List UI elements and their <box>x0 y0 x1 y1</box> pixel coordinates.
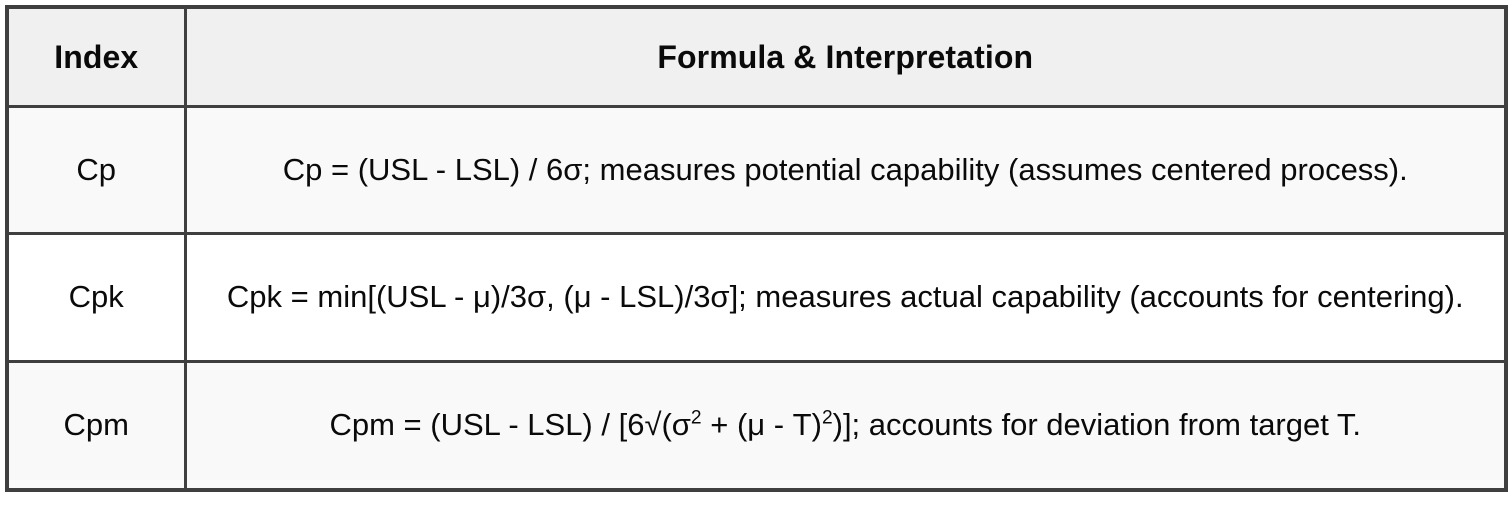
table-body: Cp Cp = (USL - LSL) / 6σ; measures poten… <box>5 104 1508 492</box>
table-header: Index Formula & Interpretation <box>5 5 1508 108</box>
cell-formula-cpk: Cpk = min[(USL - μ)/3σ, (μ - LSL)/3σ]; m… <box>183 232 1508 363</box>
cell-index-cpk: Cpk <box>5 232 187 363</box>
cell-index-cp: Cp <box>5 104 187 236</box>
table-row: Cpm Cpm = (USL - LSL) / [6√(σ2 + (μ - T)… <box>5 359 1508 492</box>
cell-formula-cpm: Cpm = (USL - LSL) / [6√(σ2 + (μ - T)2)];… <box>183 359 1508 492</box>
cell-formula-cp: Cp = (USL - LSL) / 6σ; measures potentia… <box>183 104 1508 236</box>
formula-superscript-deviation-squared: 2 <box>821 407 833 429</box>
process-capability-indices-table: Index Formula & Interpretation Cp Cp = (… <box>5 5 1508 492</box>
table-header-row: Index Formula & Interpretation <box>5 5 1508 108</box>
formula-superscript-sigma-squared: 2 <box>690 407 702 429</box>
formula-segment-pre: Cpm = (USL - LSL) / [6√(σ <box>329 406 691 442</box>
formula-segment-mid: + (μ - T) <box>701 406 822 442</box>
cell-index-cpm: Cpm <box>5 359 187 492</box>
column-header-index: Index <box>5 5 187 108</box>
formula-segment-post: )]; accounts for deviation from target T… <box>832 406 1362 442</box>
table-row: Cpk Cpk = min[(USL - μ)/3σ, (μ - LSL)/3σ… <box>5 232 1508 363</box>
table-row: Cp Cp = (USL - LSL) / 6σ; measures poten… <box>5 104 1508 236</box>
column-header-formula: Formula & Interpretation <box>183 5 1508 108</box>
